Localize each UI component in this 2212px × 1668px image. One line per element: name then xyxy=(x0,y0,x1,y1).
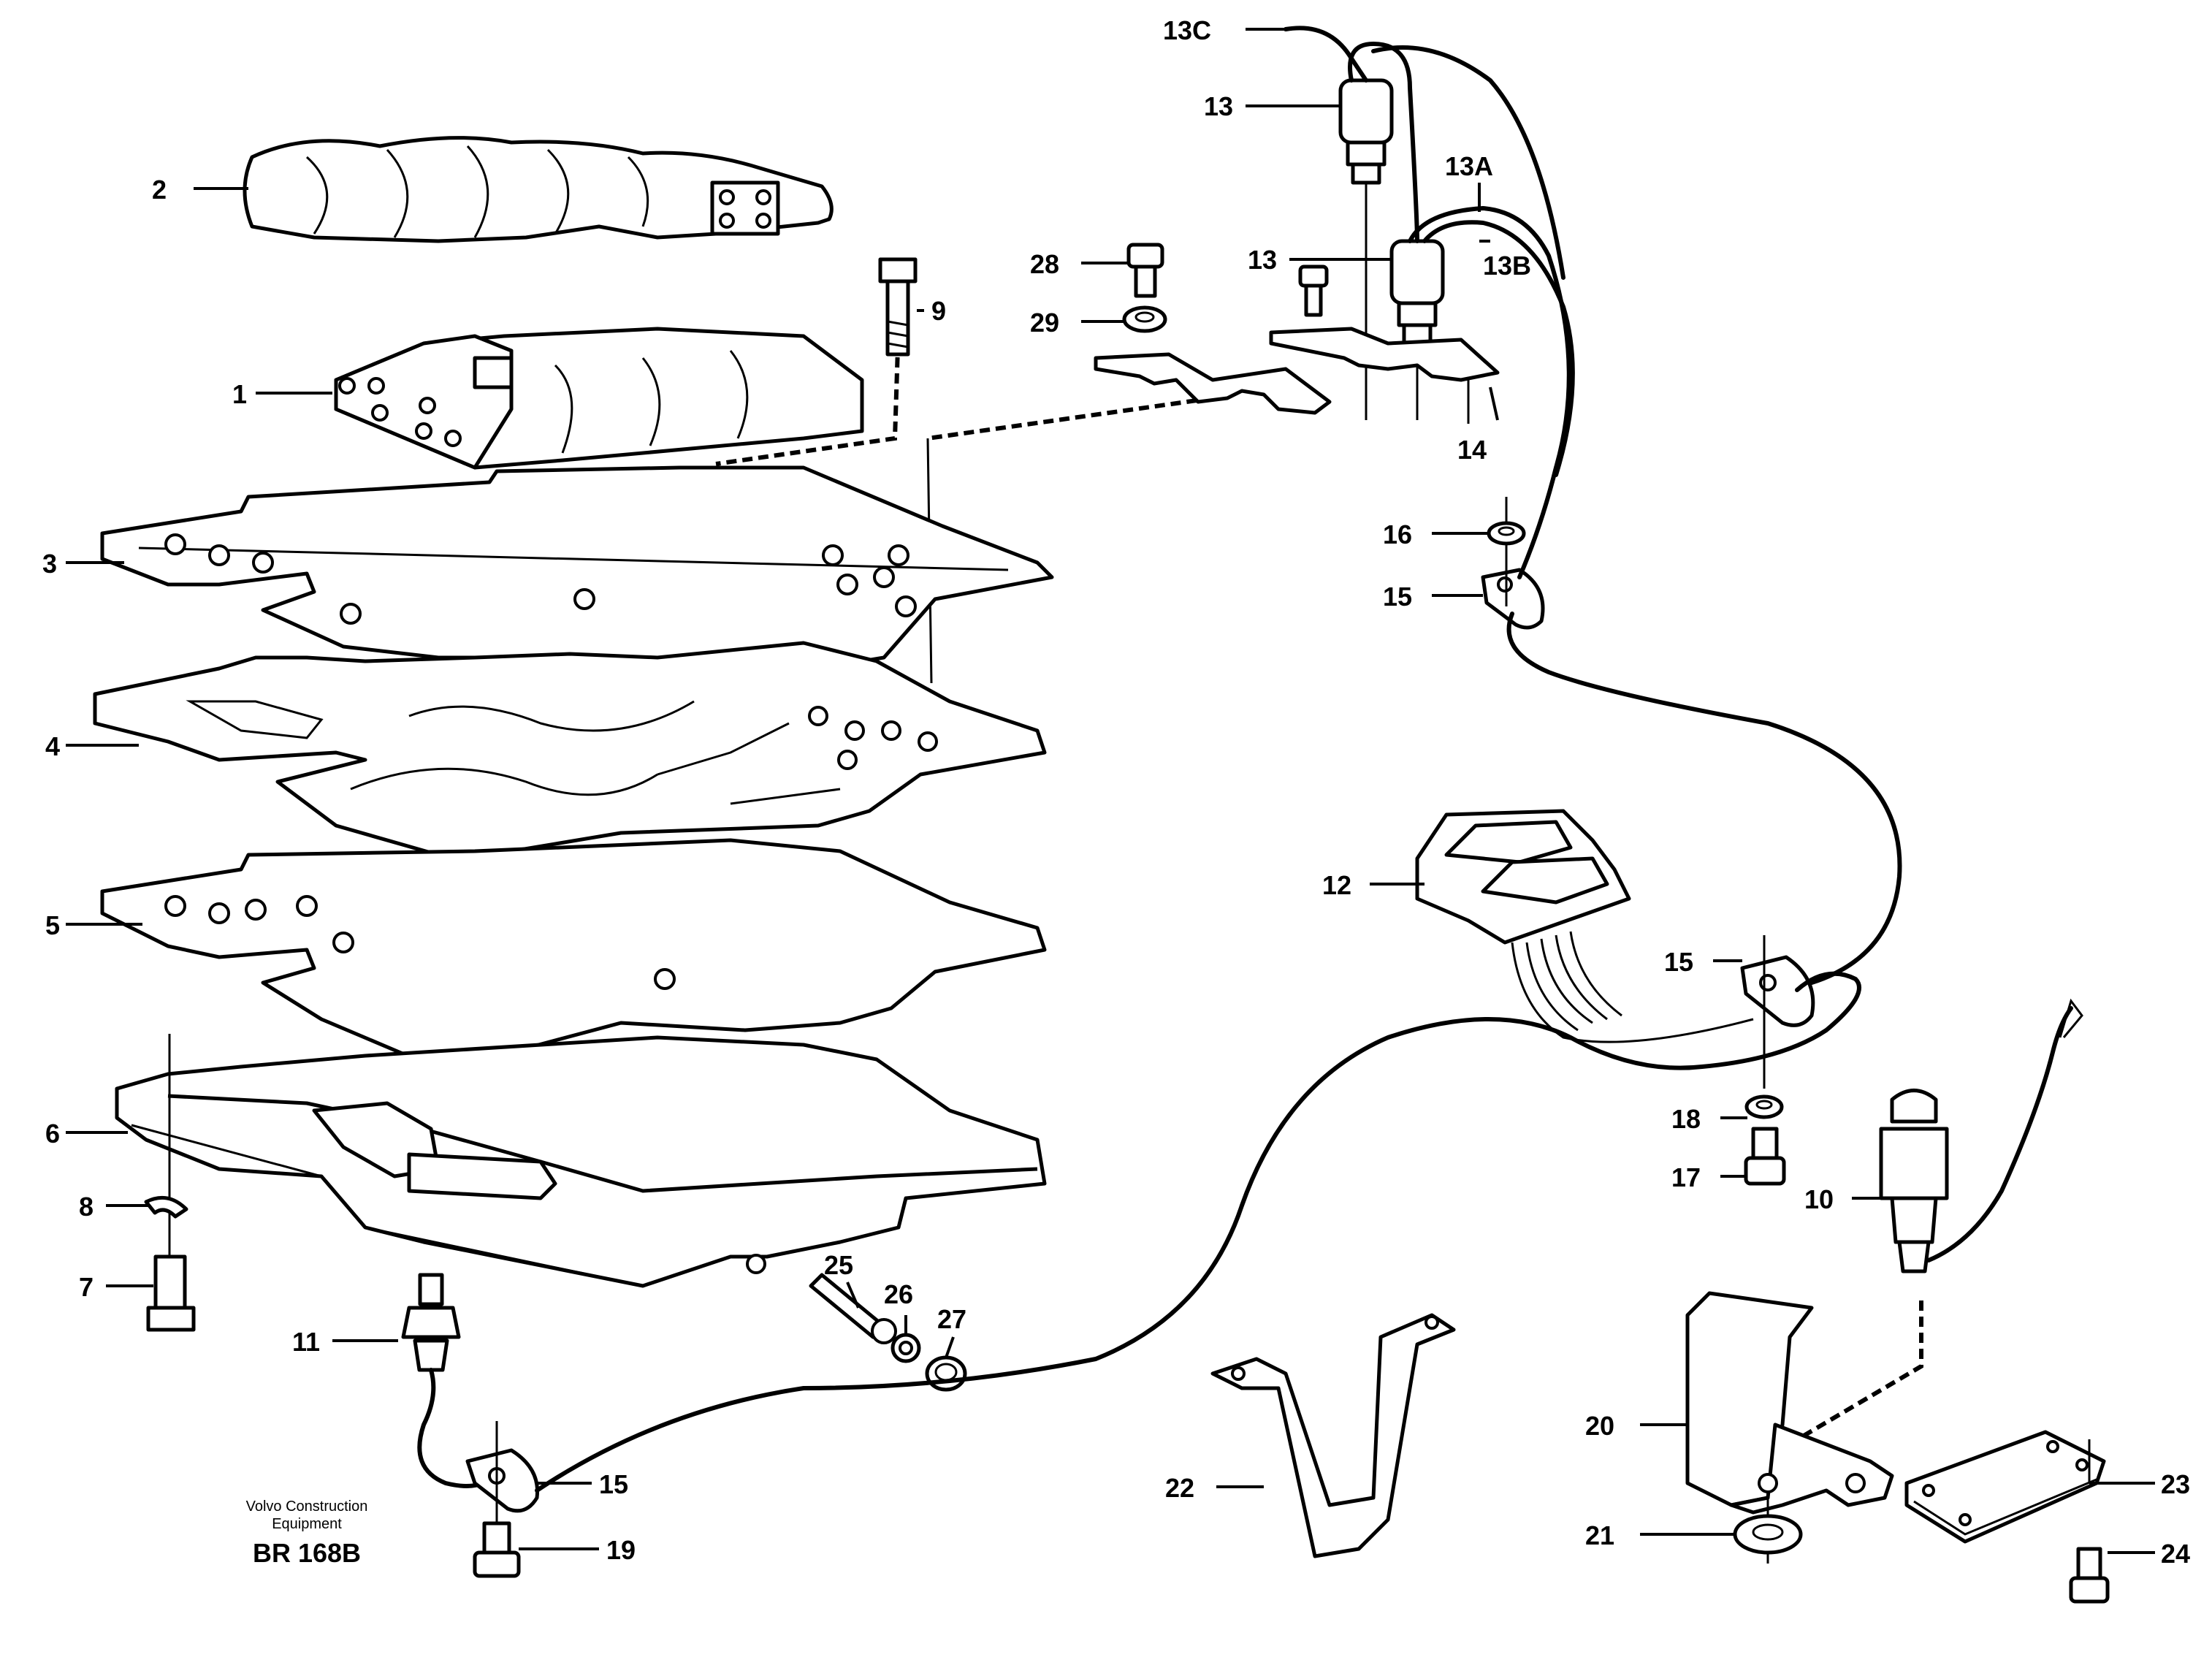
part-11-pressure-sensor xyxy=(401,1273,461,1372)
callout-23: 23 xyxy=(2161,1469,2190,1499)
part-24-screw xyxy=(2069,1547,2110,1604)
callout-15-upper: 15 xyxy=(1383,582,1412,612)
callout-17: 17 xyxy=(1671,1162,1701,1192)
callout-9: 9 xyxy=(931,296,946,326)
part-27-cap xyxy=(925,1355,967,1392)
callout-7: 7 xyxy=(79,1272,94,1302)
callout-12: 12 xyxy=(1322,870,1351,900)
wire-13C xyxy=(1284,26,1368,83)
callout-25: 25 xyxy=(824,1250,853,1280)
callout-labels: 1 2 3 4 5 6 7 8 9 10 11 12 13 13 13A 13B… xyxy=(42,15,2190,1569)
part-13-solenoid-lower xyxy=(1389,239,1445,346)
part-8-clip xyxy=(144,1195,188,1219)
main-harness-wire xyxy=(535,971,1861,1493)
callout-21: 21 xyxy=(1585,1520,1614,1550)
callout-13A: 13A xyxy=(1445,151,1493,181)
part-10-temperature-sensor xyxy=(1879,1089,1949,1273)
part-20-bracket xyxy=(1685,1291,1894,1515)
callout-13B: 13B xyxy=(1483,251,1531,281)
part-4-intermediate-plate xyxy=(93,641,1047,857)
callout-27: 27 xyxy=(937,1304,966,1334)
part-15-clamp-right xyxy=(1740,955,1815,1027)
part-29-washer xyxy=(1122,305,1167,333)
gasket-plate-left xyxy=(1094,352,1332,415)
callout-6: 6 xyxy=(45,1119,60,1149)
part-25-plug xyxy=(809,1273,897,1344)
callout-3: 3 xyxy=(42,549,57,579)
part-16-washer xyxy=(1487,521,1526,546)
part-21-nut xyxy=(1733,1514,1803,1555)
callout-13-lower: 13 xyxy=(1248,245,1277,275)
callout-8: 8 xyxy=(79,1192,94,1222)
part-3-separator-plate xyxy=(100,465,1054,678)
callout-4: 4 xyxy=(45,731,60,761)
callout-11: 11 xyxy=(292,1327,320,1357)
harness-to-upper-clamp xyxy=(1506,612,1902,985)
callout-2: 2 xyxy=(152,175,167,205)
gasket-28-dashed-line xyxy=(927,396,1213,441)
part-28-screw xyxy=(1126,243,1164,298)
footer-drawing-reference: BR 168B xyxy=(253,1538,361,1568)
part-22-u-bracket xyxy=(1210,1313,1456,1558)
callout-29: 29 xyxy=(1030,308,1059,338)
callout-13C: 13C xyxy=(1163,15,1211,45)
part-9-bolt xyxy=(878,257,918,357)
part-15-clamp-upper xyxy=(1481,568,1545,630)
part-18-washer xyxy=(1744,1094,1784,1119)
callout-15-lower: 15 xyxy=(599,1469,628,1499)
sensor-10-wire-ends xyxy=(2059,998,2083,1038)
part-1-valve-body xyxy=(334,327,864,470)
callout-24: 24 xyxy=(2161,1539,2190,1569)
callout-5: 5 xyxy=(45,910,60,940)
wire-13-upper-loop xyxy=(1348,41,1419,243)
part-26-washer xyxy=(890,1333,921,1363)
gasket-plate-right xyxy=(1269,264,1500,382)
wire-13B xyxy=(1422,220,1575,477)
footer-company-line1: Volvo Construction xyxy=(246,1498,368,1515)
part-5-separator-plate xyxy=(100,838,1047,1062)
footer-reference: Volvo Construction Equipment BR 168B xyxy=(246,1498,368,1568)
callout-16: 16 xyxy=(1383,519,1412,549)
callout-14: 14 xyxy=(1457,435,1487,465)
part-19-screw xyxy=(473,1521,521,1578)
part-2-valve-cover xyxy=(243,136,834,243)
wire-13-upper-run xyxy=(1371,45,1565,280)
footer-company-line2: Equipment xyxy=(272,1516,342,1532)
part-6-valve-housing xyxy=(115,1035,1047,1288)
callout-28: 28 xyxy=(1030,249,1059,279)
callout-10: 10 xyxy=(1804,1184,1834,1214)
callout-13-upper: 13 xyxy=(1204,91,1233,121)
callout-1: 1 xyxy=(232,379,247,409)
callout-19: 19 xyxy=(606,1535,636,1565)
callout-20: 20 xyxy=(1585,1411,1614,1441)
bracket-20-dashed-line xyxy=(1759,1300,1923,1463)
part-13-solenoid-upper xyxy=(1338,78,1394,185)
part-23-cover-plate xyxy=(1904,1430,2106,1544)
leader-lines xyxy=(66,28,2155,1554)
part-12-connector xyxy=(1415,809,1754,1043)
sensor-10-wire xyxy=(1926,1006,2073,1263)
callout-18: 18 xyxy=(1671,1104,1701,1134)
sensor-11-wire xyxy=(417,1368,492,1488)
bolt-9-dashed-line xyxy=(715,324,901,466)
part-17-screw xyxy=(1744,1127,1786,1186)
callout-22: 22 xyxy=(1165,1473,1194,1503)
callout-15-right: 15 xyxy=(1664,947,1693,977)
callout-26: 26 xyxy=(884,1279,913,1309)
part-15-clamp-lower xyxy=(465,1448,540,1513)
part-7-screw xyxy=(146,1254,196,1332)
